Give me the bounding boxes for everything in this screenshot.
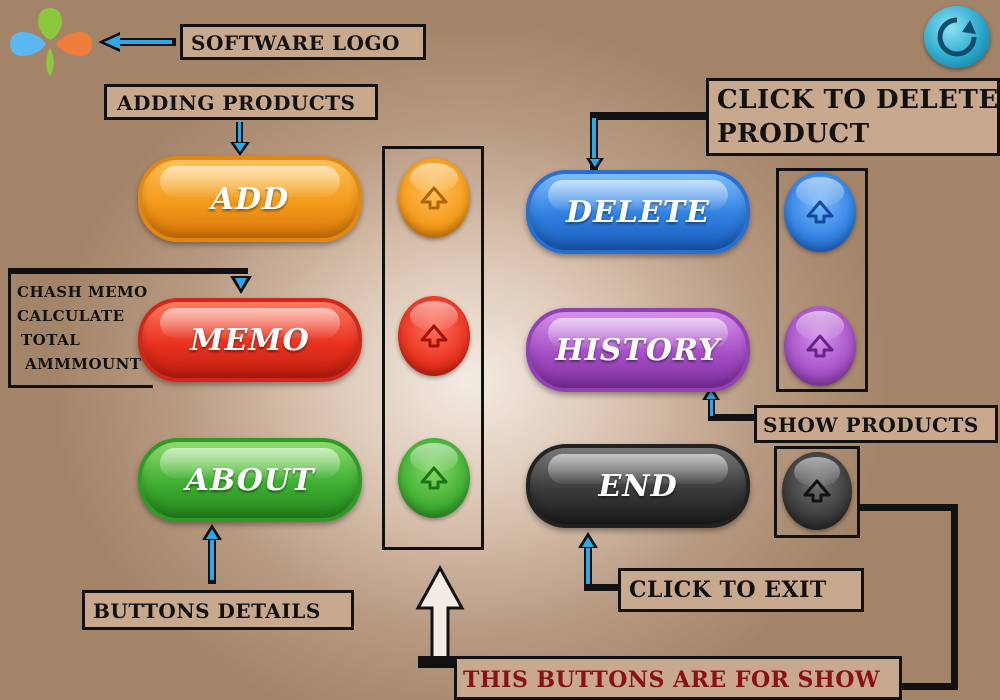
right-circles-frame-bottom: [774, 446, 860, 538]
memo-show-circle: [398, 296, 470, 376]
click-to-exit-label: CLICK TO EXIT: [618, 568, 864, 612]
add-show-circle: [398, 158, 470, 238]
delete-button[interactable]: DELETE: [526, 170, 750, 254]
show-buttons-note-label: THIS BUTTONS ARE FOR SHOW: [454, 656, 902, 700]
click-to-delete-line2: PRODUCT: [717, 119, 870, 149]
memo-button[interactable]: MEMO: [138, 298, 362, 382]
right-circles-frame-top: [776, 168, 868, 392]
end-show-circle: [782, 452, 852, 530]
click-to-delete-label: CLICK TO DELETE PRODUCT: [706, 78, 1000, 156]
history-button-label: HISTORY: [555, 332, 721, 368]
adding-products-label: ADDING PRODUCTS: [104, 84, 378, 120]
up-arrow-icon: [803, 479, 831, 503]
up-arrow-icon: [806, 334, 834, 358]
history-button[interactable]: HISTORY: [526, 308, 750, 392]
software-logo-label: SOFTWARE LOGO: [180, 24, 426, 60]
history-show-circle: [784, 306, 856, 386]
up-arrow-icon: [420, 186, 448, 210]
memo-button-label: MEMO: [190, 322, 310, 358]
end-button[interactable]: END: [526, 444, 750, 528]
about-button[interactable]: ABOUT: [138, 438, 362, 522]
software-logo-icon: [10, 8, 92, 76]
left-circles-frame: [382, 146, 484, 550]
delete-button-label: DELETE: [565, 194, 711, 230]
buttons-details-label: BUTTONS DETAILS: [82, 590, 354, 630]
delete-show-circle: [784, 172, 856, 252]
up-arrow-icon: [806, 200, 834, 224]
memo-note-line4: AMMMOUNT: [25, 355, 142, 373]
up-arrow-icon: [420, 324, 448, 348]
add-button[interactable]: ADD: [138, 156, 362, 242]
about-button-label: ABOUT: [185, 462, 315, 498]
add-button-label: ADD: [210, 181, 290, 217]
memo-note-label: CHASH MEMO CALCULATE TOTAL AMMMOUNT: [8, 268, 153, 388]
show-products-label: SHOW PRODUCTS: [754, 405, 998, 443]
memo-note-line1: CHASH MEMO: [17, 283, 148, 301]
up-arrow-icon: [420, 466, 448, 490]
memo-note-line3: TOTAL: [21, 331, 81, 349]
refresh-icon[interactable]: [924, 6, 990, 68]
about-show-circle: [398, 438, 470, 518]
click-to-delete-line1: CLICK TO DELETE: [717, 85, 999, 115]
end-button-label: END: [598, 468, 678, 504]
memo-note-line2: CALCULATE: [17, 307, 125, 325]
